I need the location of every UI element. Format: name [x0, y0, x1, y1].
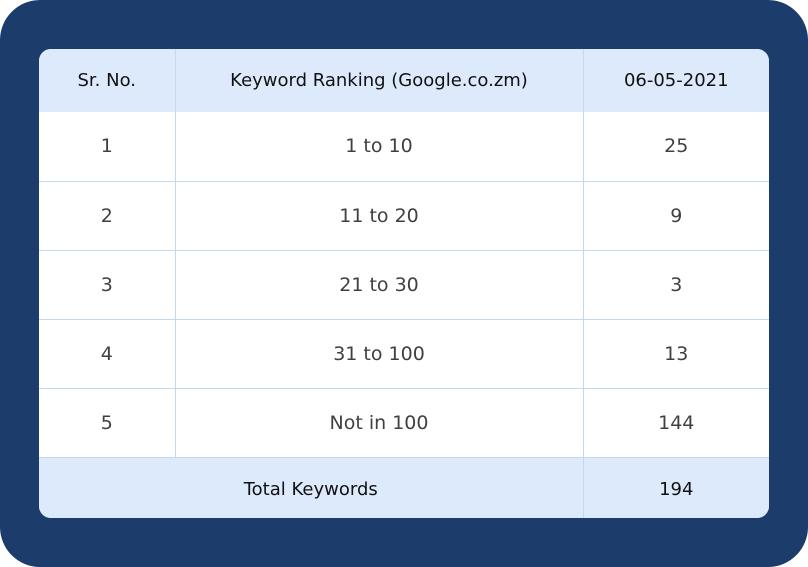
cell-keyword-count: 144 — [583, 388, 769, 458]
cell-ranking-range: 21 to 30 — [175, 250, 584, 320]
total-keywords-value: 194 — [659, 478, 694, 500]
table-row: 5 Not in 100 144 — [39, 388, 769, 458]
cell-sr-no: 2 — [39, 181, 176, 251]
table-header-row: Sr. No. Keyword Ranking (Google.co.zm) 0… — [39, 49, 769, 112]
header-date: 06-05-2021 — [623, 70, 729, 91]
cell-ranking-range: 1 to 10 — [175, 112, 584, 182]
header-keyword-ranking: Keyword Ranking (Google.co.zm) — [175, 49, 584, 112]
table-row: 4 31 to 100 13 — [39, 319, 769, 389]
table-row: 1 1 to 10 25 — [39, 112, 769, 182]
total-row: Total Keywords 194 — [39, 457, 769, 518]
cell-keyword-count: 25 — [583, 112, 769, 182]
total-keywords-label: Total Keywords — [39, 457, 584, 518]
cell-ranking-range: 31 to 100 — [175, 319, 584, 389]
cell-ranking-range: 11 to 20 — [175, 181, 584, 251]
cell-sr-no: 4 — [39, 319, 176, 389]
cell-sr-no: 1 — [39, 112, 176, 182]
cell-sr-no: 3 — [39, 250, 176, 320]
cell-keyword-count: 3 — [583, 250, 769, 320]
cell-keyword-count: 13 — [583, 319, 769, 389]
keyword-ranking-card: Sr. No. Keyword Ranking (Google.co.zm) 0… — [39, 49, 769, 518]
header-sr-no: Sr. No. — [39, 49, 176, 112]
table-row: 3 21 to 30 3 — [39, 250, 769, 320]
cell-ranking-range: Not in 100 — [175, 388, 584, 458]
cell-sr-no: 5 — [39, 388, 176, 458]
table-row: 2 11 to 20 9 — [39, 181, 769, 251]
keyword-ranking-table: Sr. No. Keyword Ranking (Google.co.zm) 0… — [39, 49, 769, 518]
cell-keyword-count: 9 — [583, 181, 769, 251]
